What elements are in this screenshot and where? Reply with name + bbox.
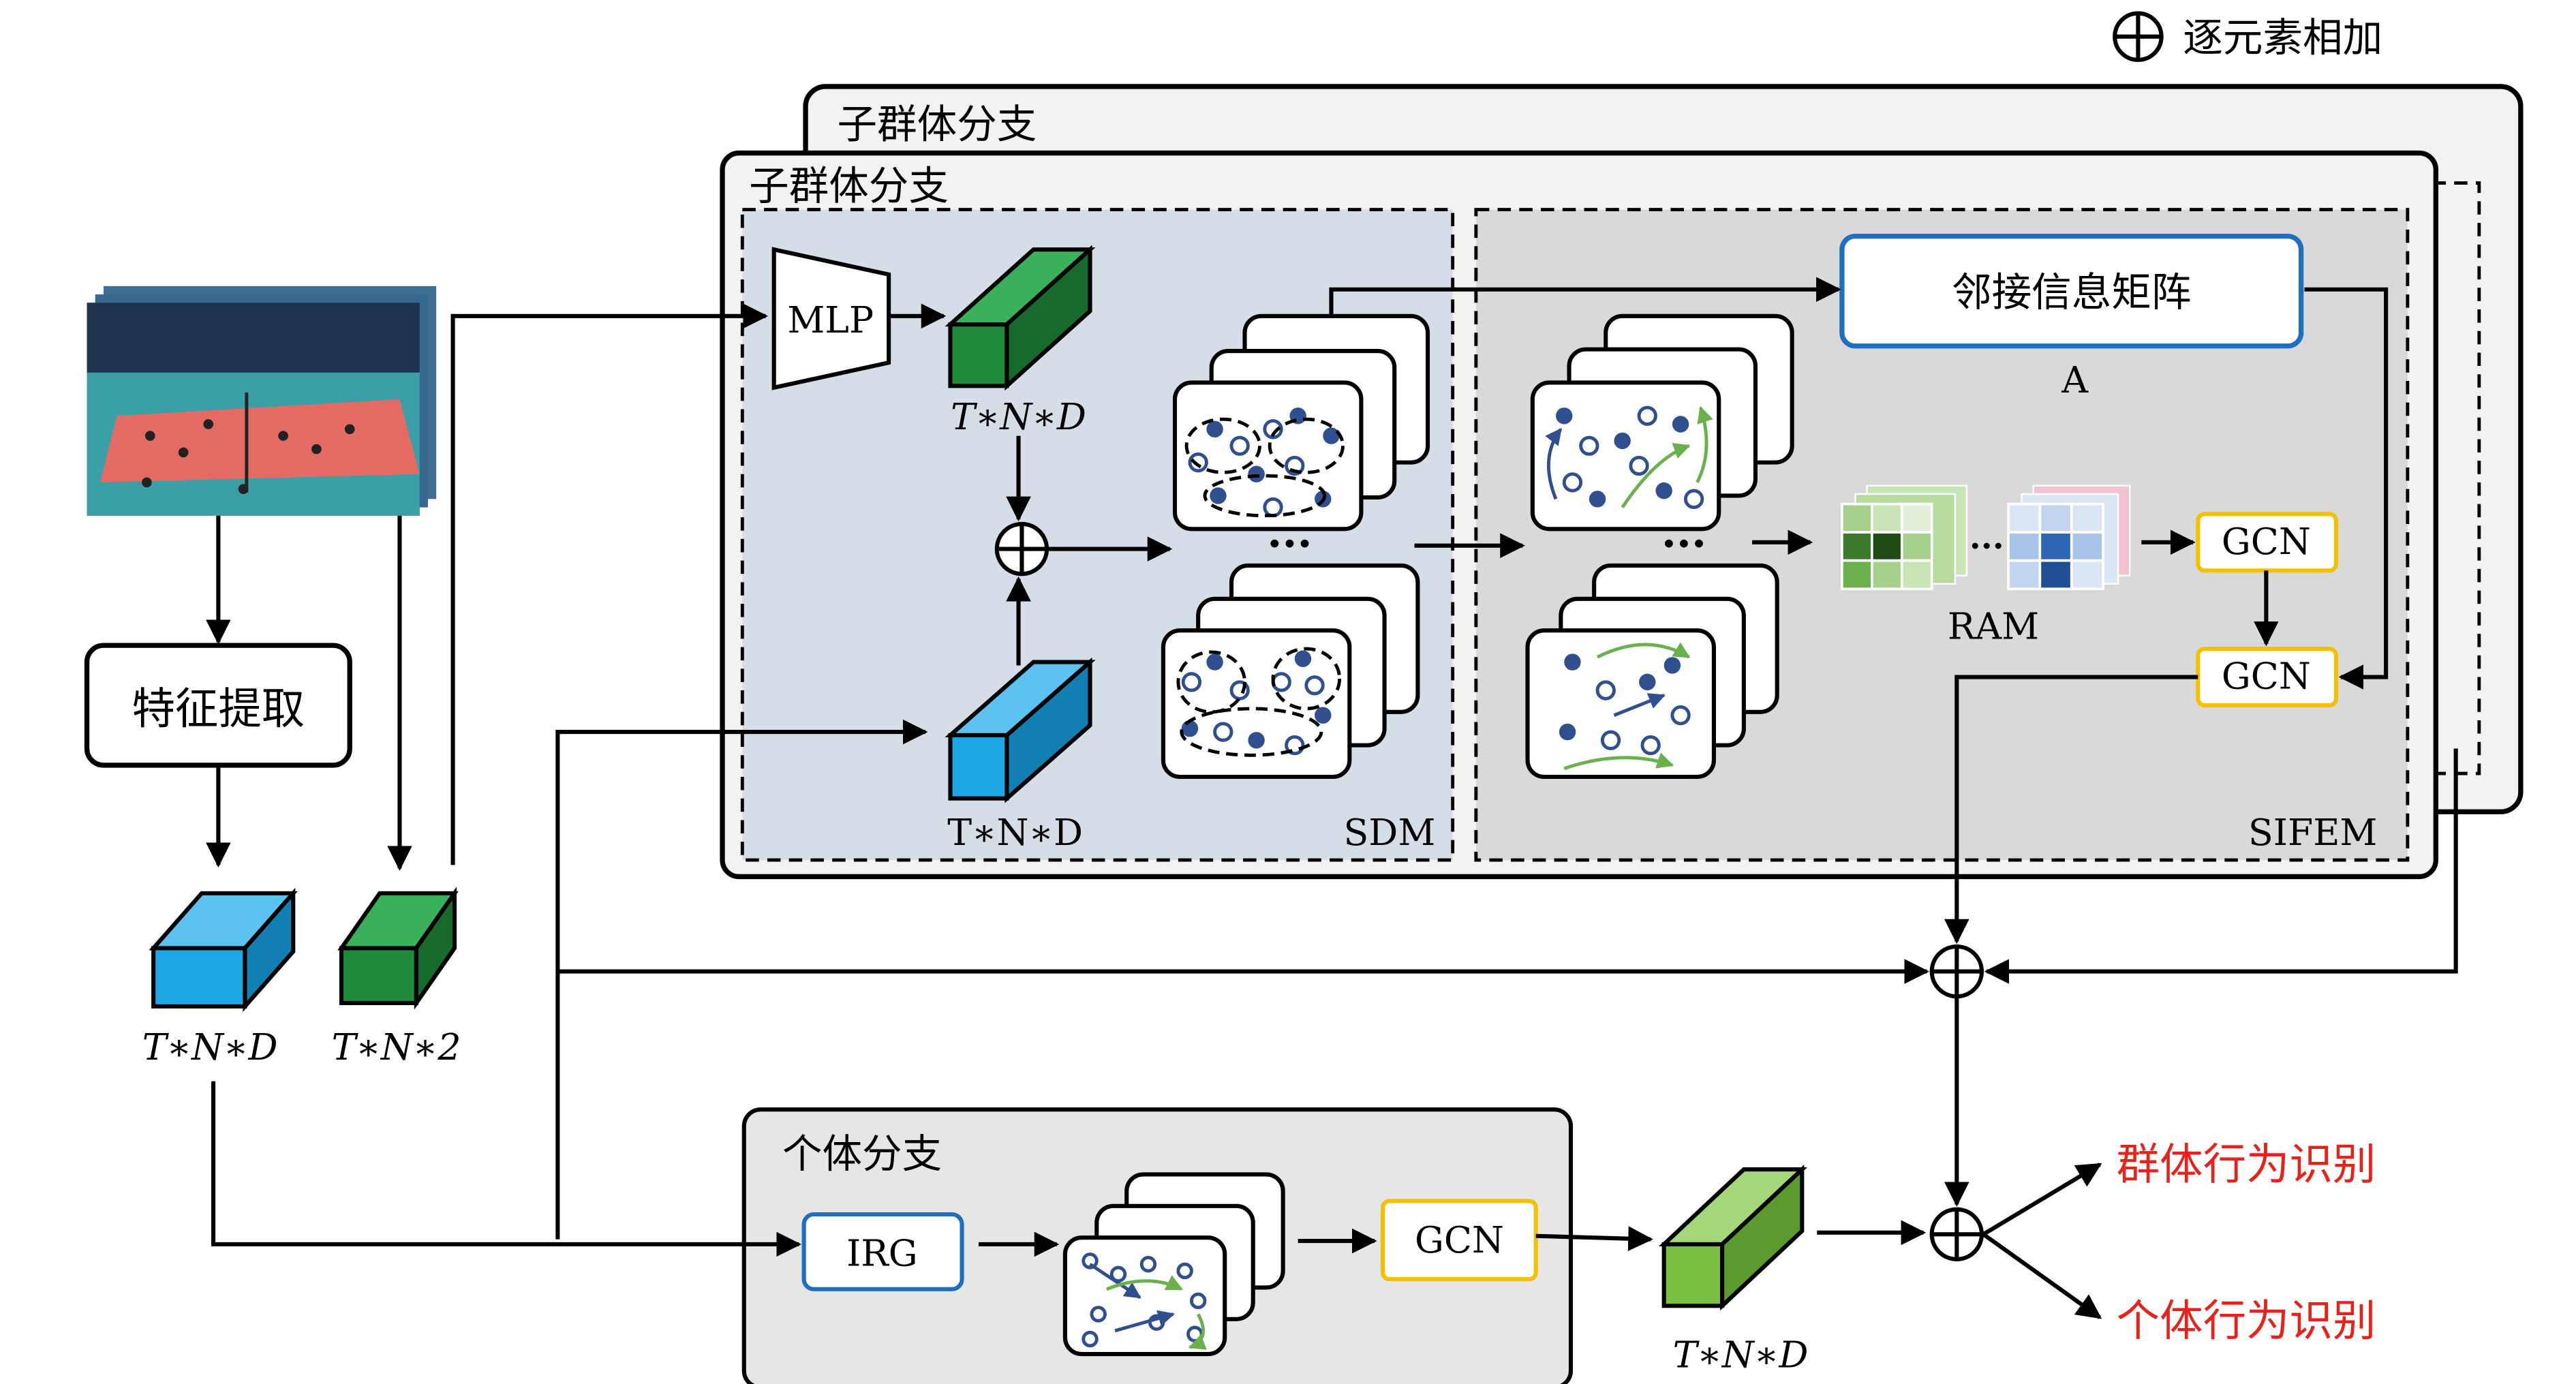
sifem-title: SIFEM [2248,811,2377,854]
svg-text:···: ··· [1267,518,1312,569]
shape-green-left: T∗N∗2 [332,1026,461,1068]
sdm-subgroup-stack-top [1172,313,1430,532]
sdm-bottom-shape: T∗N∗D [947,811,1083,854]
sdm-dots: ··· [1267,518,1312,569]
cube-light-green-output [1658,1165,1808,1311]
ram-heatmap-blue [2007,485,2131,590]
gcn-block-2: GCN [2196,646,2338,708]
svg-text:···: ··· [1661,518,1706,569]
sifem-interaction-stack-top [1530,313,1794,532]
subgroup-label-back: 子群体分支 [837,102,1037,148]
subgroup-label-front: 子群体分支 [749,163,949,209]
feature-extraction-label: 特征提取 [132,683,305,734]
sifem-interaction-stack-bottom [1525,563,1779,780]
connections [206,277,2458,1319]
gcn-2-label: GCN [2222,655,2311,698]
output-individual-label: 个体行为识别 [2117,1295,2376,1346]
sdm-top-shape: T∗N∗D [951,395,1086,438]
cube-blue-left [149,887,298,1012]
mlp-label: MLP [787,298,874,341]
cube-green-left [337,887,459,1010]
irg-block [801,1212,964,1291]
feature-extraction-block: 特征提取 [84,643,352,768]
individual-gcn-label: GCN [1415,1218,1504,1261]
cube-blue-sdm [945,657,1096,803]
ram-dots: ··· [1969,526,2004,566]
gcn-1-label: GCN [2222,520,2311,563]
adjacency-matrix-block: 邻接信息矩阵 A [1839,233,2304,401]
output-group-label: 群体行为识别 [2117,1139,2376,1190]
video-frames [87,286,437,516]
adjacency-matrix-label: 邻接信息矩阵 [1952,269,2191,316]
legend-text: 逐元素相加 [2183,15,2382,61]
sifem-dots: ··· [1661,518,1706,569]
individual-output-shape: T∗N∗D [1673,1334,1809,1377]
irg-label: IRG [846,1232,918,1275]
individual-gcn-block [1381,1199,1538,1282]
cube-green-sdm [945,245,1096,391]
ram-heatmap-green [1841,485,1968,590]
mlp-block: MLP [771,247,891,390]
gcn-block-1: GCN [2196,512,2338,573]
ram-label: RAM [1948,604,2039,647]
legend: 逐元素相加 [2113,11,2382,62]
sdm-subgroup-stack-bottom [1161,563,1420,780]
merge-add-icon-upper [1929,944,1984,999]
shape-blue-left: T∗N∗D [142,1026,278,1068]
adjacency-symbol: A [2061,358,2089,401]
individual-branch-title: 个体分支 [782,1131,942,1178]
sdm-add-icon [994,521,1049,576]
merge-add-icon-lower [1929,1207,1984,1261]
sdm-title: SDM [1344,811,1436,854]
irg-graph-stack [1062,1172,1285,1357]
